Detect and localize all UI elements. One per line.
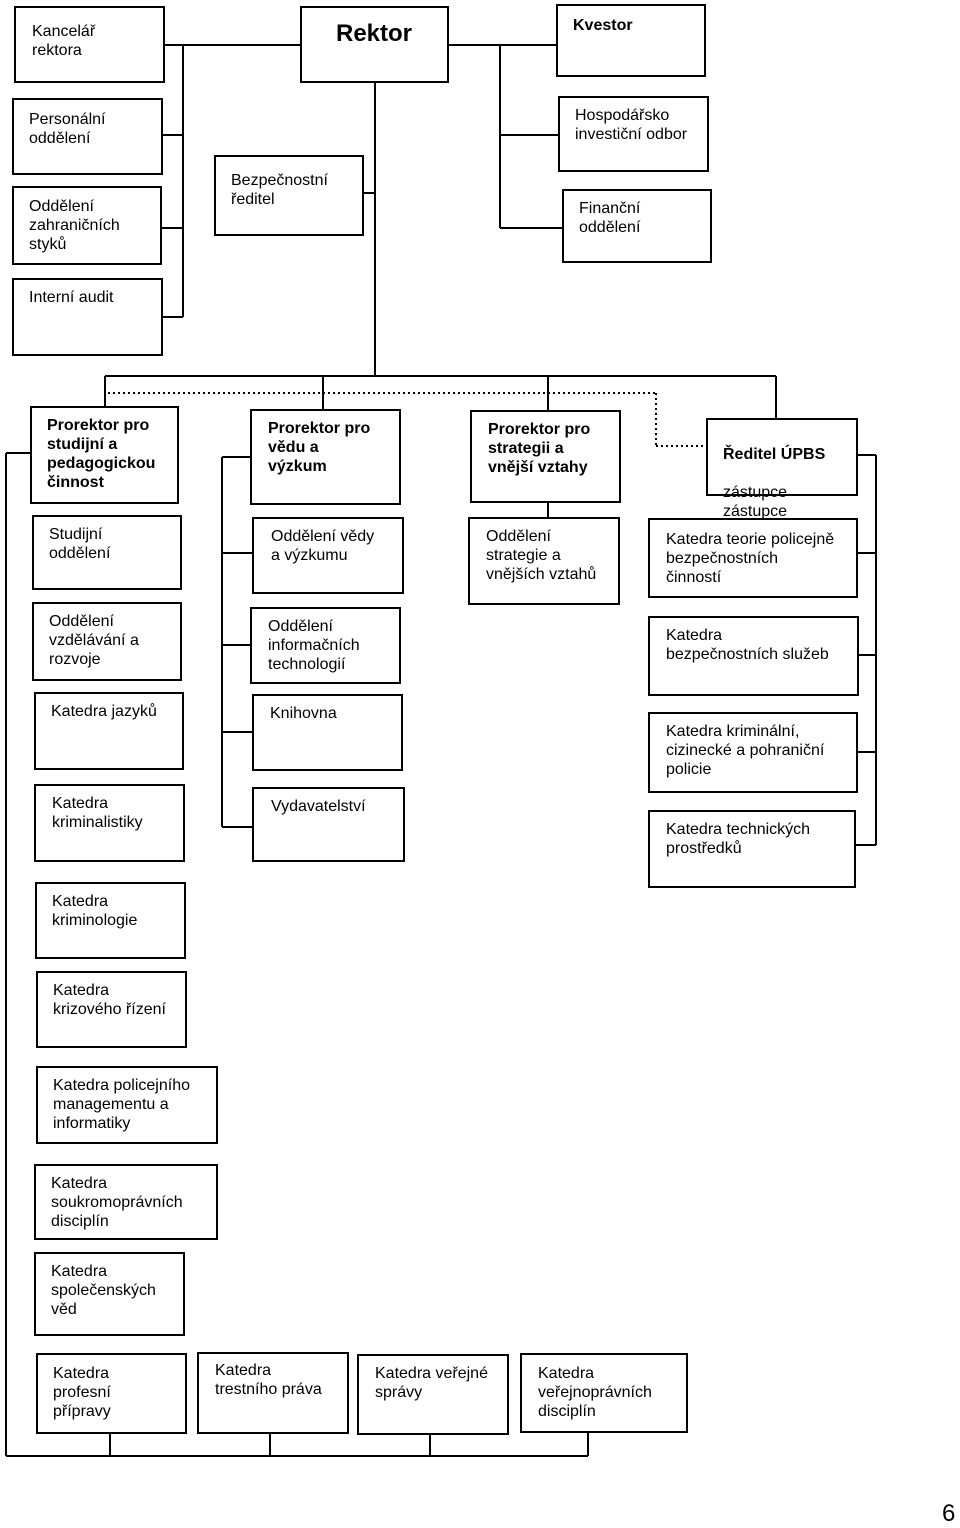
director-upbs-title: Ředitel ÚPBS	[723, 446, 826, 463]
list-item: Oddělení informačních technologií	[250, 607, 401, 684]
list-item: Katedra soukromoprávních disciplín	[34, 1164, 218, 1240]
internal-audit-box: Interní audit	[12, 278, 163, 356]
list-item: Katedra jazyků	[34, 692, 184, 770]
list-item: Katedra kriminalistiky	[34, 784, 185, 862]
rector-box: Rektor	[300, 6, 449, 83]
vice-rector-studies-box: Prorektor pro studijní a pedagogickou či…	[30, 406, 179, 504]
international-relations-box: Oddělení zahraničních styků	[12, 186, 162, 265]
list-item: Studijní oddělení	[32, 515, 182, 590]
list-item: Katedra společenských věd	[34, 1252, 185, 1336]
personnel-department-box: Personální oddělení	[12, 98, 163, 175]
director-upbs-box: Ředitel ÚPBS zástupce zástupce	[706, 418, 858, 520]
list-item: Katedra technických prostředků	[648, 810, 856, 888]
finance-department-box: Finanční oddělení	[562, 189, 712, 263]
list-item: Katedra veřejné správy	[357, 1354, 509, 1435]
list-item: Oddělení strategie a vnějších vztahů	[468, 517, 620, 605]
director-upbs-deputies: zástupce zástupce	[723, 484, 788, 520]
list-item: Vydavatelství	[252, 787, 405, 862]
list-item: Katedra policejního managementu a inform…	[36, 1066, 218, 1144]
list-item: Katedra bezpečnostních služeb	[648, 616, 859, 696]
vice-rector-strategy-box: Prorektor pro strategii a vnější vztahy	[470, 410, 621, 503]
list-item: Katedra profesní přípravy	[36, 1353, 187, 1434]
list-item: Katedra krizového řízení	[36, 971, 187, 1048]
list-item: Oddělení vzdělávání a rozvoje	[32, 602, 182, 681]
list-item: Katedra kriminální, cizinecké a pohranič…	[648, 712, 858, 793]
investment-department-box: Hospodářsko investiční odbor	[558, 96, 709, 172]
list-item: Oddělení vědy a výzkumu	[252, 517, 404, 594]
page-number: 6	[942, 1500, 956, 1527]
security-director-box: Bezpečnostní ředitel	[214, 155, 364, 236]
list-item: Katedra trestního práva	[197, 1352, 349, 1434]
office-rector-box: Kancelář rektora	[14, 6, 165, 83]
list-item: Katedra kriminologie	[35, 882, 186, 959]
list-item: Katedra veřejnoprávních disciplín	[520, 1353, 688, 1433]
bursar-box: Kvestor	[556, 4, 706, 77]
list-item: Katedra teorie policejně bezpečnostních …	[648, 518, 858, 598]
list-item: Knihovna	[252, 694, 403, 771]
vice-rector-research-box: Prorektor pro vědu a výzkum	[250, 409, 401, 505]
